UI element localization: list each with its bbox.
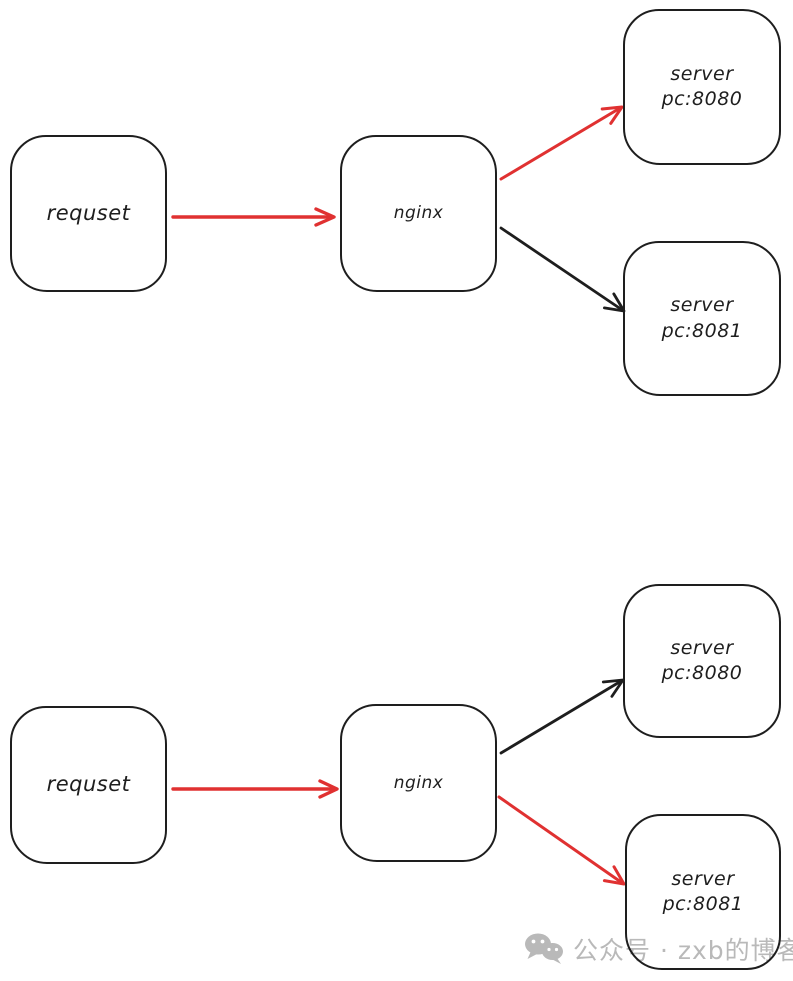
node-nginx-label: nginx (393, 772, 444, 793)
node-request-round1[interactable]: requset (10, 135, 167, 292)
edge-nginx-server8080-2[interactable] (499, 678, 625, 755)
edge-nginx-server8081-2[interactable] (497, 795, 626, 886)
node-server-8080-round1[interactable]: server pc:8080 (623, 9, 781, 165)
node-nginx-round1[interactable]: nginx (340, 135, 497, 292)
node-request-label: requset (46, 772, 131, 797)
node-server-8081-round2[interactable]: server pc:8081 (625, 814, 781, 970)
node-request-round2[interactable]: requset (10, 706, 167, 864)
edge-nginx-server8080-1[interactable] (499, 105, 624, 181)
node-server-8081-label: server pc:8081 (661, 294, 743, 342)
edge-request-nginx-2[interactable] (171, 779, 339, 799)
node-server-8081-round1[interactable]: server pc:8081 (623, 241, 781, 396)
node-server-8081-label: server pc:8081 (662, 867, 744, 915)
wechat-icon (525, 933, 563, 964)
node-server-8080-label: server pc:8080 (661, 636, 743, 684)
node-request-label: requset (46, 200, 131, 225)
edge-nginx-server8081-1[interactable] (499, 226, 626, 313)
node-server-8080-round2[interactable]: server pc:8080 (623, 584, 781, 738)
node-nginx-label: nginx (393, 203, 444, 224)
edge-request-nginx-1[interactable] (171, 207, 336, 227)
node-nginx-round2[interactable]: nginx (340, 704, 497, 862)
node-server-8080-label: server pc:8080 (661, 62, 743, 110)
